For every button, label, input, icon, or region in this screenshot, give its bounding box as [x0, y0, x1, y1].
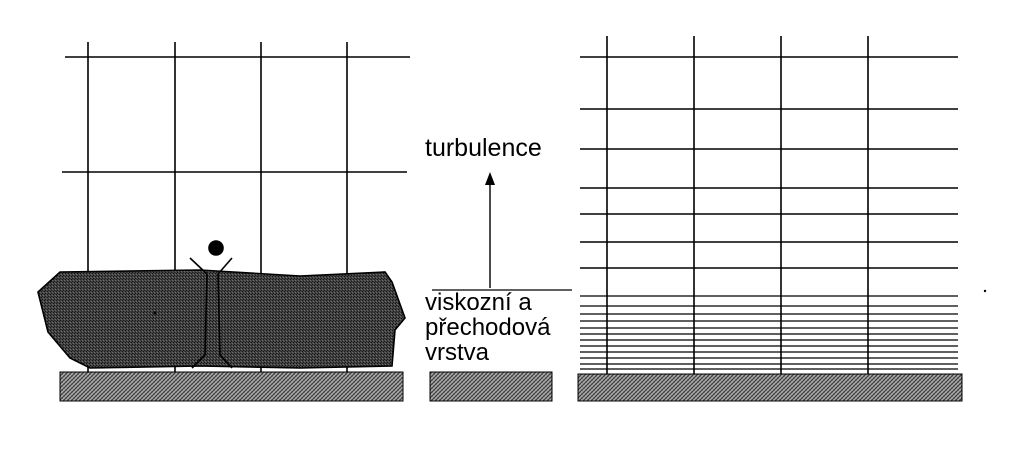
middle-ground: [429, 371, 553, 402]
particle-figure: [189, 240, 233, 369]
left-grid: [62, 42, 410, 372]
right-grid-verticals: [606, 36, 869, 374]
viscous-label-line-2: přechodová: [425, 314, 551, 341]
right-grid-horizontals: [580, 56, 958, 370]
left-ground: [59, 371, 404, 402]
viscous-label-line-1: viskozní a: [425, 289, 532, 316]
body-speck: [153, 311, 157, 315]
solid-body: [37, 269, 406, 369]
turbulence-label: turbulence: [425, 134, 542, 162]
margin-speck: [983, 289, 987, 293]
viscous-layer-label: viskozní a přechodová vrstva: [425, 290, 550, 365]
right-ground: [577, 373, 963, 402]
turbulence-arrow-head: [485, 172, 495, 185]
viscous-label-line-3: vrstva: [425, 339, 490, 366]
